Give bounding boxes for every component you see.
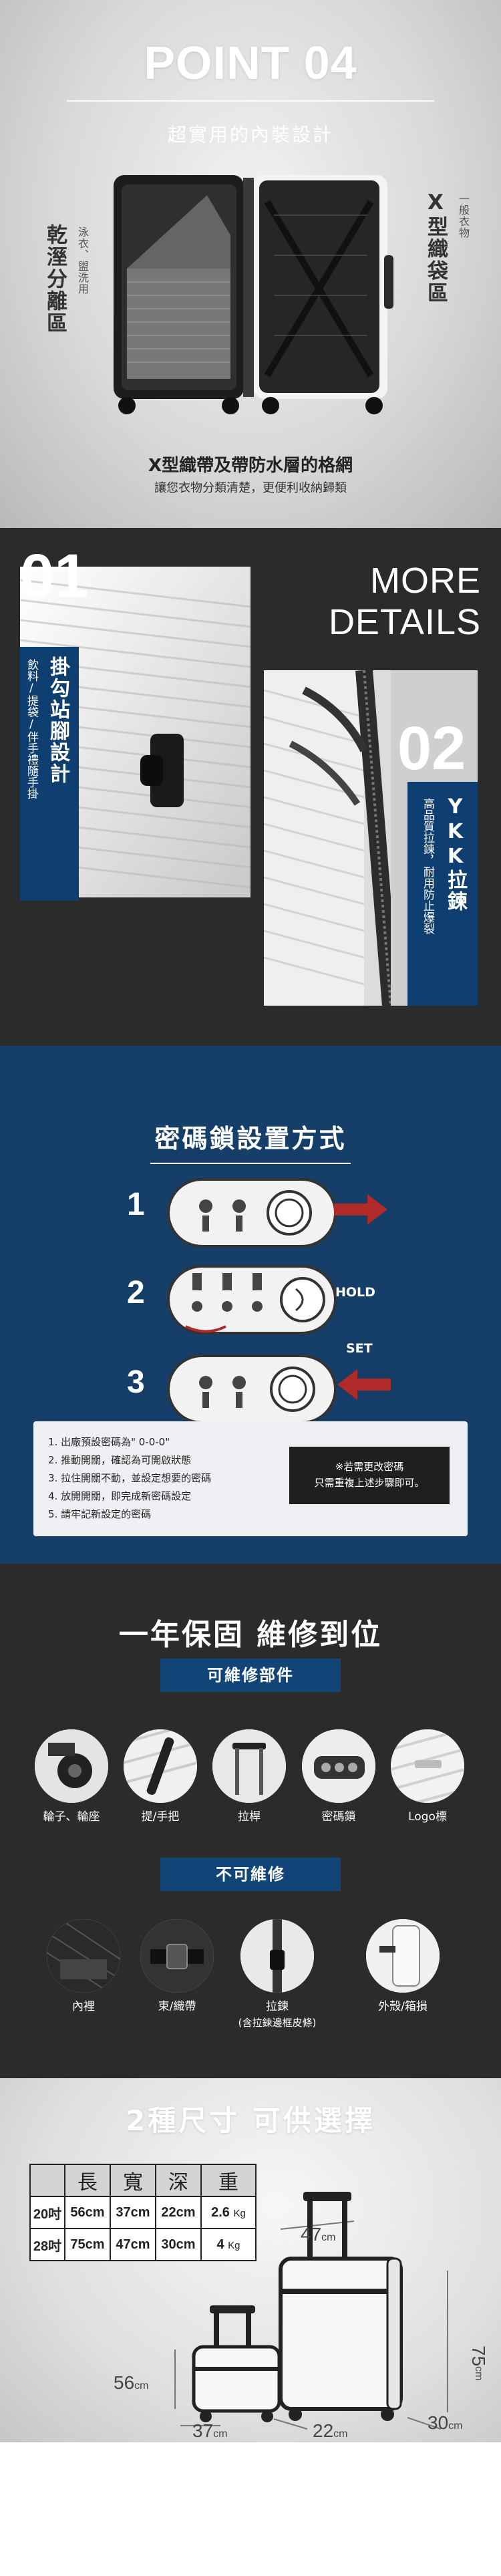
arrow-left-icon bbox=[337, 1369, 391, 1400]
lock-dial-icon bbox=[167, 1354, 337, 1424]
set-label: SET bbox=[346, 1341, 373, 1356]
point04-title: POINT 04 bbox=[144, 37, 357, 89]
table-cell: 75cm bbox=[64, 2228, 111, 2261]
luggage-size-illustration bbox=[174, 2192, 448, 2430]
x-strap-zone-label: 一般衣物 X型織袋區 bbox=[424, 190, 470, 304]
table-header-cell: 深 bbox=[155, 2164, 202, 2197]
step-number-2: 2 bbox=[127, 1275, 145, 1310]
title-divider bbox=[67, 100, 434, 102]
small-height-label: 56cm bbox=[114, 2372, 149, 2393]
part-label: 輪子、輪座 bbox=[43, 1810, 100, 1824]
table-row: 28吋 75cm 47cm 30cm 4 Kg bbox=[29, 2228, 257, 2261]
lock-note: ※若需更改密碼 只需重複上述步驟即可。 bbox=[289, 1447, 450, 1504]
point04-caption-sub: 讓您衣物分類清楚，更便利收納歸類 bbox=[154, 481, 347, 495]
instruction-item: 5. 請牢記新設定的密碼 bbox=[48, 1508, 152, 1520]
part-label: 拉鍊 bbox=[266, 2000, 289, 2013]
lock-heading: 密碼鎖設置方式 bbox=[154, 1124, 347, 1153]
table-cell: 30cm bbox=[155, 2228, 202, 2261]
step-number-3: 3 bbox=[127, 1365, 145, 1400]
shell-part-image bbox=[366, 1919, 440, 1993]
sizes-heading: 2種尺寸 可供選擇 bbox=[126, 2104, 375, 2137]
strap-part-image bbox=[140, 1919, 214, 1993]
detail-number-02: 02 bbox=[397, 714, 466, 782]
more-details-section: 01 掛勾站腳設計 飲料/提袋/伴手禮隨手掛 MORE DETAILS 02 Y… bbox=[0, 528, 501, 1046]
part-label: 外殼/箱損 bbox=[378, 2000, 428, 2013]
zipper-note: (含拉鍊邊框皮條) bbox=[238, 2017, 317, 2029]
table-header-cell: 寬 bbox=[110, 2164, 156, 2197]
small-depth-label: 22cm bbox=[313, 2420, 348, 2441]
instruction-item: 3. 拉住開關不動，並設定想要的密碼 bbox=[48, 1472, 212, 1484]
instruction-item: 2. 推動開關，確認為可開啟狀態 bbox=[48, 1454, 192, 1466]
table-row: 20吋 56cm 37cm 22cm 2.6 Kg bbox=[29, 2196, 257, 2229]
detail-number-01: 01 bbox=[20, 542, 89, 610]
table-cell: 47cm bbox=[110, 2228, 156, 2261]
part-label: Logo標 bbox=[408, 1810, 447, 1824]
nonrepairable-badge: 不可維修 bbox=[160, 1858, 341, 1891]
part-label: 束/織帶 bbox=[158, 2000, 196, 2013]
instruction-item: 1. 出廠預設密碼為" 0-0-0" bbox=[48, 1436, 170, 1448]
table-cell: 28吋 bbox=[29, 2228, 65, 2261]
open-suitcase-illustration bbox=[114, 175, 393, 414]
logo-part-image bbox=[391, 1729, 464, 1803]
table-cell: 4 Kg bbox=[200, 2228, 257, 2261]
table-cell: 20吋 bbox=[29, 2196, 65, 2229]
table-cell: 22cm bbox=[155, 2196, 202, 2229]
zipper-part-image bbox=[240, 1919, 314, 1993]
table-header-cell: 長 bbox=[64, 2164, 111, 2197]
step-number-1: 1 bbox=[127, 1187, 145, 1222]
table-header-cell: 重 bbox=[200, 2164, 257, 2197]
lock-dial-icon bbox=[167, 1265, 337, 1334]
sizes-section: 2種尺寸 可供選擇 長 寬 深 重 20吋 56cm 37cm 22cm 2.6… bbox=[0, 2078, 501, 2442]
point04-caption: X型織帶及帶防水層的格網 bbox=[148, 456, 353, 476]
part-label: 密碼鎖 bbox=[321, 1810, 356, 1824]
zipper-detail-tag: YKK拉鍊 高品質拉鍊，耐用防止爆裂 bbox=[407, 782, 478, 1006]
instruction-item: 4. 放開開關，即完成新密碼設定 bbox=[48, 1490, 192, 1502]
big-width-label: 47cm bbox=[301, 2224, 336, 2245]
lock-dial-icon bbox=[167, 1178, 337, 1248]
wet-dry-zone-label: 泳衣、盥洗用 乾溼分離區 bbox=[43, 224, 89, 334]
hold-label: HOLD bbox=[335, 1285, 375, 1300]
lock-instructions-list: 1. 出廠預設密碼為" 0-0-0" 2. 推動開關，確認為可開啟狀態 3. 拉… bbox=[48, 1433, 211, 1524]
lock-instructions-card: 1. 出廠預設密碼為" 0-0-0" 2. 推動開關，確認為可開啟狀態 3. 拉… bbox=[33, 1421, 468, 1536]
handle-part-image bbox=[124, 1729, 197, 1803]
lining-part-image bbox=[47, 1919, 120, 1993]
table-cell: 37cm bbox=[110, 2196, 156, 2229]
part-label: 內裡 bbox=[72, 2000, 95, 2013]
table-header-cell bbox=[29, 2164, 65, 2197]
wheel-part-image bbox=[35, 1729, 108, 1803]
more-details-heading: MORE DETAILS bbox=[328, 561, 481, 642]
part-label: 拉桿 bbox=[238, 1810, 261, 1824]
part-label: 提/手把 bbox=[141, 1810, 180, 1824]
warranty-section: 一年保固 維修到位 可維修部件 輪子、輪座 提/手把 拉桿 密碼鎖 Logo標 … bbox=[0, 1564, 501, 2078]
hook-detail-tag: 掛勾站腳設計 飲料/提袋/伴手禮隨手掛 bbox=[20, 647, 79, 901]
lock-divider bbox=[150, 1163, 351, 1164]
small-width-label: 37cm bbox=[192, 2420, 228, 2441]
point04-subtitle: 超實用的內裝設計 bbox=[167, 124, 333, 146]
lock-setup-section: 密碼鎖設置方式 1 2 HOLD SET 3 1. 出廠預設密碼為" 0-0-0 bbox=[0, 1046, 501, 1564]
point04-section: POINT 04 超實用的內裝設計 bbox=[0, 0, 501, 528]
repairable-badge: 可維修部件 bbox=[160, 1659, 341, 1692]
table-cell: 56cm bbox=[64, 2196, 111, 2229]
trolley-part-image bbox=[212, 1729, 286, 1803]
lock-part-image bbox=[302, 1729, 375, 1803]
big-depth-label: 30cm bbox=[428, 2412, 463, 2433]
big-height-label: 75cm bbox=[468, 2345, 489, 2381]
warranty-heading: 一年保固 維修到位 bbox=[118, 1618, 383, 1652]
table-header-row: 長 寬 深 重 bbox=[29, 2164, 257, 2197]
arrow-right-icon bbox=[334, 1194, 387, 1225]
table-cell: 2.6 Kg bbox=[200, 2196, 257, 2229]
size-table: 長 寬 深 重 20吋 56cm 37cm 22cm 2.6 Kg 28吋 75… bbox=[29, 2164, 257, 2261]
